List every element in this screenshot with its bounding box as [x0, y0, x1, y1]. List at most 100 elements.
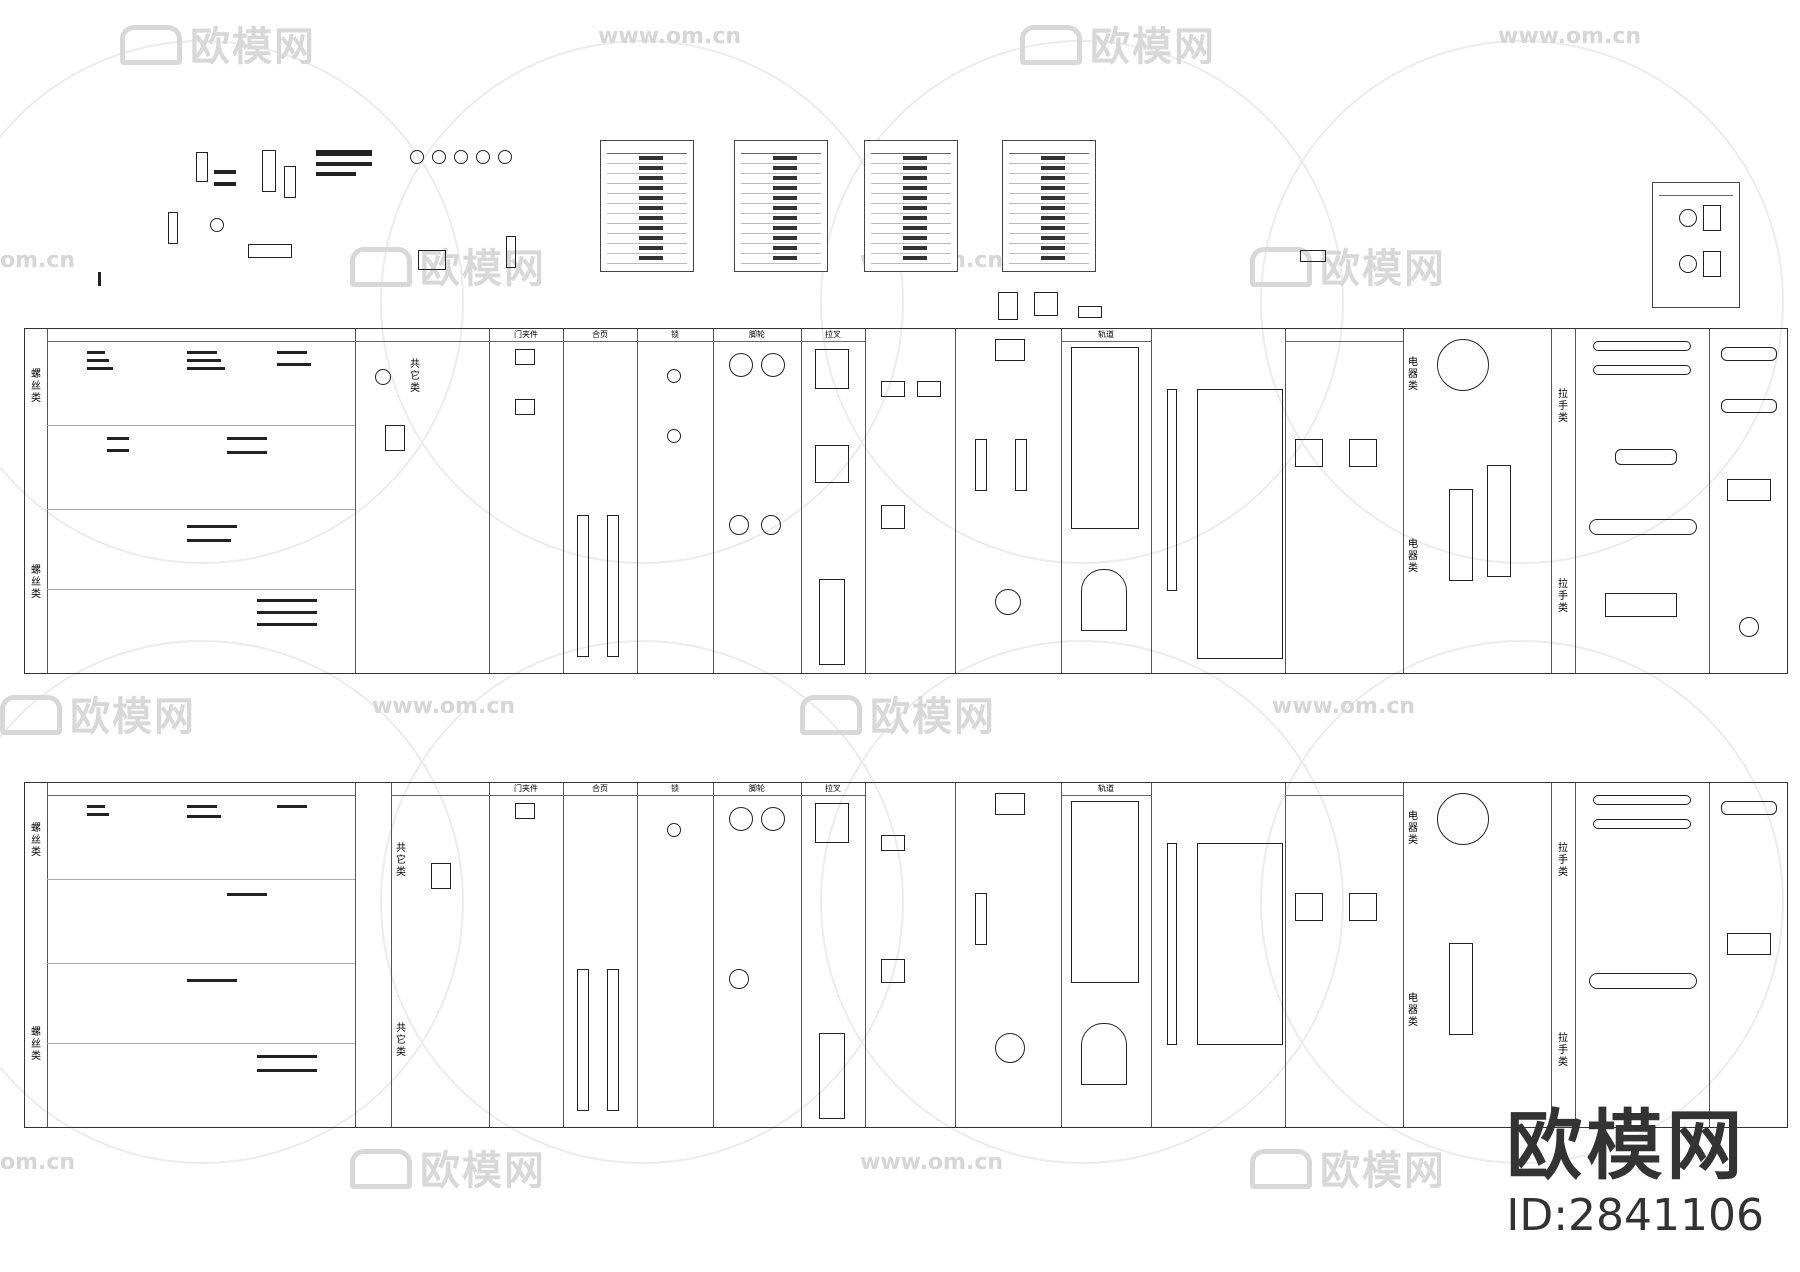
fitting-drawing: [418, 250, 446, 270]
screw-drawing: [87, 351, 105, 354]
rail-drawing: [1167, 389, 1177, 591]
spec-sheet: [734, 140, 828, 272]
board-cell-electrical-parts: [1285, 329, 1404, 673]
handle-drawing: [1605, 593, 1677, 617]
fitting-drawing: [881, 835, 905, 851]
watermark-logo: 欧模网: [1250, 1138, 1446, 1196]
hinge-arm-drawing: [1703, 205, 1721, 231]
board-cell-electric: 电器类 电器类: [1403, 783, 1552, 1127]
board-cell-electric: 电器类 电器类: [1403, 329, 1552, 673]
screw-drawing: [257, 1069, 317, 1072]
category-label: 螺丝类: [31, 823, 41, 858]
fitting-drawing: [917, 381, 941, 397]
arch-drawing: [1081, 569, 1127, 631]
board-cell-blank: [355, 783, 392, 1127]
hinge-leaf-drawing: [819, 579, 845, 665]
category-label: 拉手类: [1558, 1033, 1568, 1068]
board-cell-handles: [1575, 783, 1710, 1127]
column-title: 合页: [592, 330, 608, 339]
board-cell-rail: 轨道: [1061, 783, 1152, 1127]
watermark-url: om.cn: [0, 1150, 76, 1175]
clip-drawing: [515, 399, 535, 415]
handle-drawing: [1593, 341, 1691, 351]
clip-drawing: [515, 803, 535, 819]
hinge-cup-drawing: [1679, 255, 1697, 273]
board-cell-fittings: [865, 783, 956, 1127]
rack-drawing: [1197, 389, 1283, 659]
column-title: 脚轮: [749, 330, 765, 339]
watermark-logo: 欧模网: [1020, 14, 1216, 72]
board-cell-common: 共它类: [355, 329, 490, 673]
watermark-logo: 欧模网: [800, 684, 996, 742]
category-label: 拉手类: [1558, 843, 1568, 878]
spec-sheet: [864, 140, 958, 272]
board-cell-plate: 拉叉: [801, 329, 866, 673]
board-cell-handles-2: [1709, 329, 1787, 673]
board-cell-fittings: [865, 329, 956, 673]
screw-drawing: [87, 367, 113, 370]
board-cell-pull: 拉手类 拉手类: [1551, 783, 1576, 1127]
badge-id: ID:2841106: [1506, 1190, 1764, 1241]
watermark-url: www.om.cn: [860, 1150, 1004, 1175]
bracket-drawing: [431, 863, 451, 889]
fitting-drawing: [881, 959, 905, 983]
screw-drawing: [277, 351, 307, 354]
board-cell-lock: 锁: [637, 329, 714, 673]
bracket-drawing: [385, 425, 405, 451]
screw-drawing: [98, 272, 101, 286]
board-cell-tall-rack: [1151, 783, 1286, 1127]
id-badge: 欧模网 ID:2841106: [1506, 1084, 1764, 1241]
fitting-drawing: [881, 381, 905, 397]
screw-drawing: [187, 539, 231, 542]
caster-drawing: [729, 807, 753, 831]
screw-drawing: [257, 611, 317, 614]
board-cell-cabinet-fittings: [955, 783, 1062, 1127]
category-label: 共它类: [396, 843, 406, 878]
cam-lock-drawing: [454, 150, 468, 164]
power-strip-drawing: [1449, 489, 1473, 581]
knob-drawing: [1739, 617, 1759, 637]
board-cell-screws: 螺丝类 螺丝类: [25, 329, 48, 673]
watermark-logo: 欧模网: [120, 14, 316, 72]
screw-drawing: [227, 893, 267, 896]
column-title: 拉叉: [825, 784, 841, 793]
screw-drawing: [187, 815, 221, 818]
category-label: 共它类: [410, 359, 420, 394]
board-cell-common: 共它类 共它类: [391, 783, 490, 1127]
category-label: 螺丝类: [31, 369, 41, 404]
hinge-rail-drawing: [577, 969, 589, 1111]
column-title: 门夹件: [514, 330, 538, 339]
watermark-url: www.om.cn: [598, 24, 742, 49]
column-title: 拉叉: [825, 330, 841, 339]
screw-drawing: [277, 363, 311, 366]
board-cell-screw-table: [47, 329, 356, 673]
screw-drawing: [187, 525, 237, 528]
hinge-arm-drawing: [1703, 251, 1721, 277]
board-cell-handles-2: [1709, 783, 1787, 1127]
hinge-rail-drawing: [577, 515, 589, 657]
caster-drawing: [761, 353, 785, 377]
column-title: 脚轮: [749, 784, 765, 793]
screw-drawing: [187, 359, 221, 362]
fitting-drawing: [998, 292, 1018, 320]
handle-drawing: [1727, 933, 1771, 955]
category-label: 电器类: [1408, 993, 1418, 1028]
arch-drawing: [1081, 1023, 1127, 1085]
hinge-rail-drawing: [607, 515, 619, 657]
handle-drawing: [1727, 479, 1771, 501]
category-label: 共它类: [396, 1023, 406, 1058]
category-label: 电器类: [1408, 811, 1418, 846]
handle-drawing: [1589, 973, 1697, 989]
screw-drawing: [107, 449, 129, 452]
handle-drawing: [1615, 449, 1677, 465]
mount-plate-drawing: [815, 445, 849, 483]
column-title: 锁: [671, 784, 679, 793]
badge-logo: 欧模网: [1506, 1101, 1747, 1190]
handle-drawing: [1593, 795, 1691, 805]
category-label: 拉手类: [1558, 579, 1568, 614]
rack-drawing: [1197, 843, 1283, 1045]
category-label: 电器类: [1408, 539, 1418, 574]
board-cell-screw-table: [47, 783, 356, 1127]
ring-drawing: [995, 1033, 1025, 1063]
board-cell-hinge: 合页: [563, 329, 638, 673]
